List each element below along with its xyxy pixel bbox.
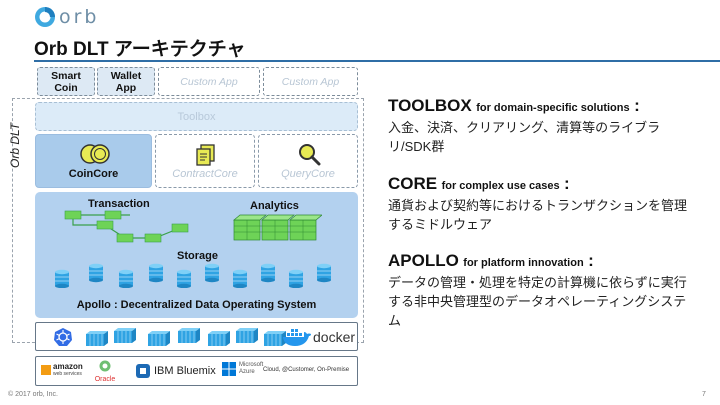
toolbox-layer: Toolbox (35, 102, 358, 131)
orb-dlt-side-label: Orb DLT (8, 122, 22, 168)
onprem-label: Cloud, @Customer, On-Premise (263, 367, 350, 373)
page-number: 7 (702, 391, 706, 398)
core-heading: CORE for complex use cases : (388, 174, 570, 193)
orb-logo-icon (35, 7, 55, 27)
app-custom-1: Custom App (158, 67, 260, 96)
core-description: 通貨および契約等におけるトランザクションを管理するミドルウェア (388, 198, 688, 232)
contractcore-box: ContractCore (155, 134, 255, 188)
apollo-os-label: Apollo : Decentralized Data Operating Sy… (76, 299, 317, 311)
page-title: Orb DLT アーキテクチャ (34, 39, 246, 60)
toolbox-description: 入金、決済、クリアリング、清算等のライブラリ/SDK群 (388, 120, 661, 154)
title-rule (34, 60, 720, 62)
apollo-layer: Transaction Analytics (35, 192, 358, 318)
apollo-heading: APOLLO for platform innovation : (388, 251, 594, 270)
app-custom-2: Custom App (263, 67, 358, 96)
querycore-label: QueryCore (281, 168, 335, 180)
orb-logo: orb (34, 6, 100, 28)
logo-text: orb (59, 6, 100, 28)
kubernetes-icon (54, 328, 72, 346)
windows-icon (222, 362, 236, 376)
copyright: © 2017 orb, Inc. (8, 391, 58, 398)
coincore-label: CoinCore (68, 168, 119, 180)
oracle-icon (99, 360, 111, 372)
analytics-blocks-icon (233, 214, 322, 241)
bluemix-icon (136, 364, 150, 378)
querycore-box: QueryCore (258, 134, 358, 188)
docker-label: docker (313, 329, 356, 345)
runtime-row: docker (35, 322, 358, 351)
analytics-label: Analytics (250, 200, 299, 212)
storage-cylinders-icon (54, 263, 332, 288)
container-icons (86, 328, 287, 346)
azure-logo: Microsoft Azure (222, 362, 263, 376)
apollo-description: データの管理・処理を特定の計算機に依らずに実行する非中央管理型のデータオペレーテ… (388, 275, 687, 328)
transaction-label: Transaction (88, 198, 150, 210)
oracle-logo: Oracle (92, 359, 118, 383)
transaction-graph-icon (64, 210, 189, 243)
docker-whale-icon (283, 329, 311, 346)
documents-icon (196, 144, 215, 166)
toolbox-heading: TOOLBOX for domain-specific solutions : (388, 96, 640, 115)
app-wallet: Wallet App (97, 67, 155, 96)
app-smart-coin: Smart Coin (37, 67, 95, 96)
coincore-box: CoinCore (35, 134, 152, 188)
ibm-bluemix-logo: IBM Bluemix (135, 363, 216, 379)
magnifier-icon (299, 144, 321, 166)
contractcore-label: ContractCore (172, 168, 238, 180)
docker-logo: docker (282, 327, 355, 347)
storage-label: Storage (177, 250, 218, 262)
coins-icon (80, 144, 110, 164)
providers-row: amazon web services Oracle IBM Bluemix M… (35, 356, 358, 386)
aws-cube-icon (41, 365, 51, 375)
